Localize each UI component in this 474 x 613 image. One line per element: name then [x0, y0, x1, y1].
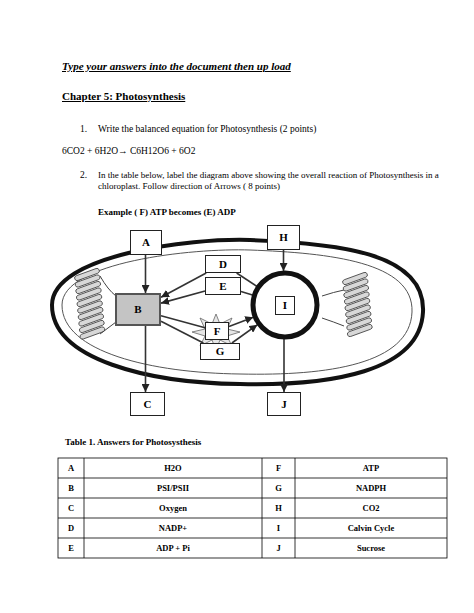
answer-box: E [205, 277, 241, 295]
box-letter: A [142, 237, 150, 248]
thylakoid-stack [342, 272, 373, 338]
table-caption: Table 1. Answers for Photosysthesis [65, 437, 201, 448]
reaction-arrow [241, 292, 252, 296]
table-cell: Calvin Cycle [295, 518, 447, 538]
table-cell: NADPH [295, 478, 447, 498]
reaction-arrow [161, 291, 205, 303]
table-cell: ATP [295, 458, 447, 478]
table-cell: ADP + Pi [84, 538, 262, 558]
reaction-arrow [161, 321, 203, 343]
answer-table-grid [58, 458, 447, 558]
reaction-arrow [229, 317, 253, 326]
answer-box: H [267, 225, 300, 250]
photosystem-box: B [115, 293, 161, 326]
reaction-arrow [232, 325, 257, 343]
reaction-arrow [145, 326, 147, 392]
table-cell: C [58, 498, 84, 518]
calvin-cycle-circle: I [250, 270, 320, 340]
question-text: Write the balanced equation for Photosyn… [98, 124, 438, 135]
box-letter: B [134, 304, 141, 315]
answer-equation: 6CO2 + 6H2O→ C6H12O6 + 6O2 [62, 146, 195, 157]
table-cell: CO2 [295, 498, 447, 518]
table-cell: F [262, 458, 295, 478]
reaction-arrow [145, 255, 147, 293]
example-note: Example ( F) ATP becomes (E) ADP [98, 207, 236, 218]
box-letter: G [216, 346, 225, 357]
box-letter: E [219, 281, 226, 292]
table-cell: G [262, 478, 295, 498]
page-title: Type your answers into the document then… [62, 60, 291, 73]
box-letter: H [279, 232, 288, 243]
box-letter: I [275, 296, 295, 315]
table-cell: B [58, 478, 84, 498]
table-cell: H [262, 498, 295, 518]
cycle-ring [253, 273, 317, 337]
chapter-heading: Chapter 5: Photosynthesis [62, 90, 185, 103]
table-cell: A [58, 458, 84, 478]
chloroplast-outer-membrane [52, 240, 423, 384]
table-cell: Sucrose [295, 538, 447, 558]
chloroplast-inner-membrane [62, 250, 412, 374]
thylakoid-stack [74, 268, 106, 340]
table-cell: I [262, 518, 295, 538]
box-letter: D [219, 259, 227, 270]
box-letter: F [214, 326, 221, 337]
question-number: 2. [80, 170, 87, 181]
answer-box: G [200, 343, 240, 360]
table-cell: NADP+ [84, 518, 262, 538]
answer-box: J [267, 392, 301, 416]
table-cell: J [262, 538, 295, 558]
thylakoid-disc [347, 324, 373, 338]
answer-box: F [205, 322, 229, 340]
question-text: In the table below, label the diagram ab… [98, 170, 443, 192]
answer-box: D [205, 255, 241, 273]
reaction-arrow [283, 250, 285, 271]
table-cell: D [58, 518, 84, 538]
reaction-arrow [161, 316, 205, 328]
answer-box: C [130, 392, 165, 416]
table-cell: H2O [84, 458, 262, 478]
question-number: 1. [80, 124, 87, 135]
reaction-arrow [161, 273, 206, 297]
reaction-arrow [283, 339, 285, 392]
box-letter: C [144, 399, 152, 410]
table-cell: Oxygen [84, 498, 262, 518]
table-cell: PSI/PSII [84, 478, 262, 498]
box-letter: J [281, 399, 287, 410]
answer-box: A [130, 230, 162, 255]
table-cell: E [58, 538, 84, 558]
